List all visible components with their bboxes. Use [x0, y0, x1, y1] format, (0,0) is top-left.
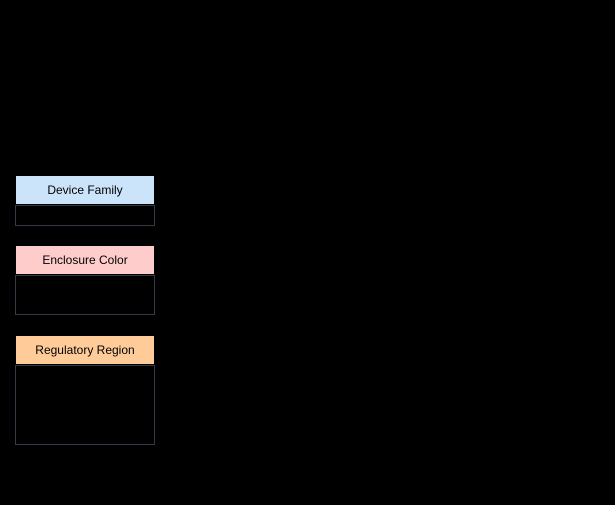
node-title: Device Family	[47, 183, 123, 197]
node-title: Enclosure Color	[42, 253, 128, 267]
node-header: Regulatory Region	[15, 335, 155, 365]
node-body-compartment	[15, 275, 155, 315]
node-title: Regulatory Region	[35, 343, 135, 357]
node-header: Enclosure Color	[15, 245, 155, 275]
node-body-compartment	[15, 365, 155, 445]
class-node-device-family[interactable]: Device Family	[15, 175, 155, 226]
node-body-compartment	[15, 205, 155, 226]
node-header: Device Family	[15, 175, 155, 205]
class-node-enclosure-color[interactable]: Enclosure Color	[15, 245, 155, 315]
class-node-regulatory-region[interactable]: Regulatory Region	[15, 335, 155, 445]
